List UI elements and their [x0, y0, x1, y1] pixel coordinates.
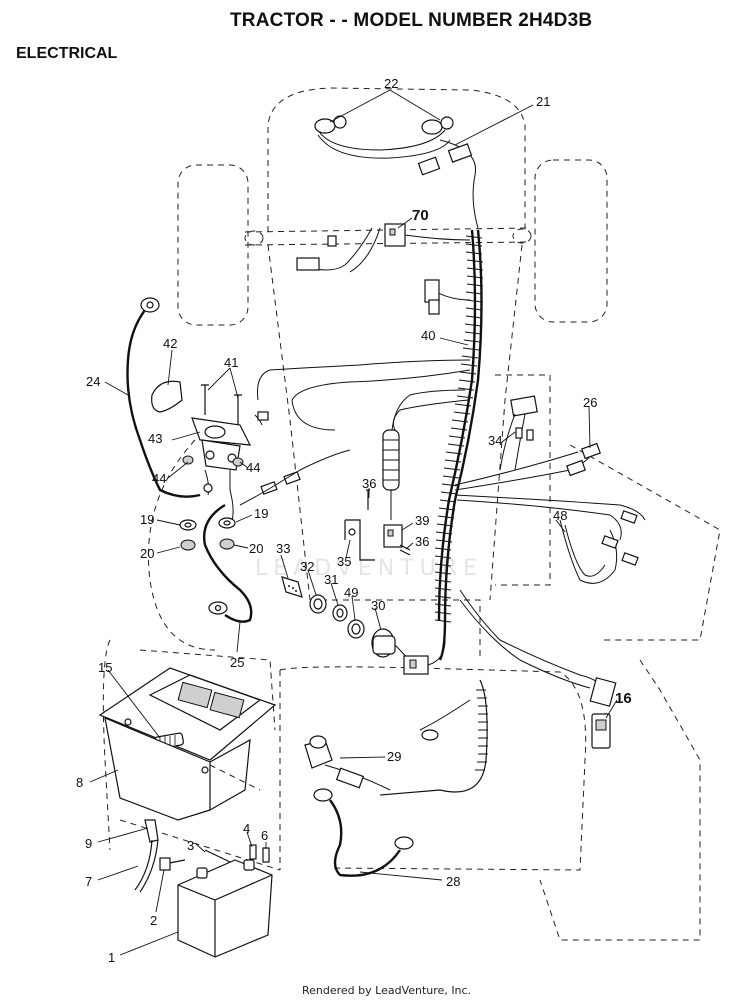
battery-assembly — [98, 667, 277, 958]
callout-25: 25 — [230, 655, 244, 670]
switch-70 — [296, 223, 471, 315]
callout-3: 3 — [187, 838, 194, 853]
callout-28: 28 — [446, 874, 460, 889]
callout-4: 4 — [243, 821, 250, 836]
callout-24: 24 — [86, 374, 100, 389]
callout-35: 35 — [337, 554, 351, 569]
callout-19a: 19 — [140, 512, 154, 527]
footer-credit: Rendered by LeadVenture, Inc. — [302, 984, 472, 997]
tractor-outline — [102, 87, 721, 941]
callout-9: 9 — [85, 836, 92, 851]
callout-31: 31 — [324, 572, 338, 587]
callout-29: 29 — [387, 749, 401, 764]
headlight-harness-21 — [314, 115, 479, 229]
callout-34: 34 — [488, 433, 502, 448]
right-harness — [454, 395, 646, 749]
solenoid-assembly — [126, 297, 351, 623]
rear-components — [304, 699, 471, 877]
dash-wiring — [257, 359, 471, 675]
callout-22: 22 — [384, 76, 398, 91]
callout-49: 49 — [344, 585, 358, 600]
callout-36a: 36 — [362, 476, 376, 491]
callout-48: 48 — [553, 508, 567, 523]
callout-70: 70 — [412, 207, 429, 224]
callout-16: 16 — [615, 690, 632, 707]
callout-36b: 36 — [415, 534, 429, 549]
callout-1: 1 — [108, 950, 115, 965]
callout-numbers: 22 21 70 40 42 41 24 43 44 44 19 19 20 2… — [76, 76, 632, 965]
callout-20a: 20 — [140, 546, 154, 561]
callout-8: 8 — [76, 775, 83, 790]
callout-21: 21 — [536, 94, 550, 109]
callout-40: 40 — [421, 328, 435, 343]
page-title: TRACTOR - - MODEL NUMBER 2H4D3B — [230, 10, 593, 31]
callout-41: 41 — [224, 355, 238, 370]
callout-19b: 19 — [254, 506, 268, 521]
callout-20b: 20 — [249, 541, 263, 556]
callout-2: 2 — [150, 913, 157, 928]
callout-44b: 44 — [246, 460, 260, 475]
callout-30: 30 — [371, 598, 385, 613]
callout-26: 26 — [583, 395, 597, 410]
callout-33: 33 — [276, 541, 290, 556]
callout-7: 7 — [85, 874, 92, 889]
callout-15: 15 — [98, 660, 112, 675]
callout-6: 6 — [261, 828, 268, 843]
leader-lines — [89, 89, 618, 956]
callout-43: 43 — [148, 431, 162, 446]
callout-32: 32 — [300, 559, 314, 574]
section-title: ELECTRICAL — [16, 45, 118, 62]
callout-44a: 44 — [152, 471, 166, 486]
main-harness-40 — [379, 229, 488, 796]
callout-42: 42 — [163, 336, 177, 351]
callout-39: 39 — [415, 513, 429, 528]
